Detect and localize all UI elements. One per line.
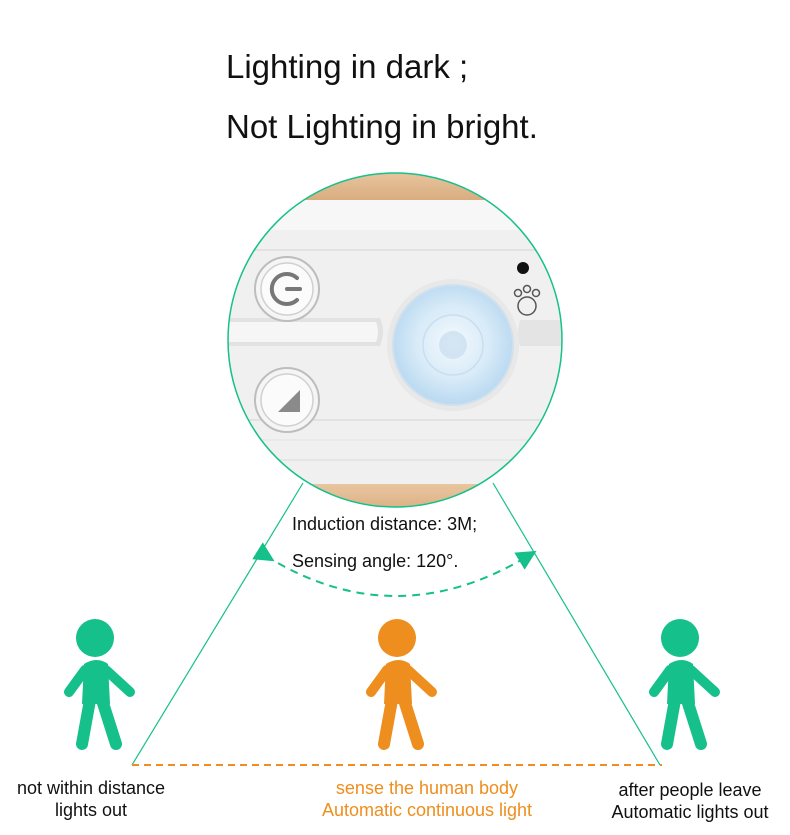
power-icon <box>269 272 302 306</box>
caption-after-leave: after people leave Automatic lights out <box>590 779 790 823</box>
magnified-sensor-view <box>228 173 562 507</box>
caption-out-of-range: not within distance lights out <box>0 777 182 821</box>
caption-line: after people leave <box>618 780 762 800</box>
caption-line: lights out <box>54 800 128 820</box>
power-button[interactable] <box>254 256 320 322</box>
wood-bottom <box>228 484 562 507</box>
triangle-mode-icon <box>278 390 300 412</box>
person-right-icon <box>649 619 720 750</box>
sensing-angle-arc <box>252 542 537 597</box>
wood-top <box>228 173 562 200</box>
indicator-dot <box>517 262 529 274</box>
cone-left-edge <box>131 482 304 766</box>
caption-line: Automatic lights out <box>611 802 769 822</box>
caption-sensing: sense the human body Automatic continuou… <box>300 777 554 821</box>
caption-line: Automatic continuous light <box>321 800 533 820</box>
paw-icon <box>513 284 541 316</box>
headline-bright: Not Lighting in bright. <box>226 108 538 145</box>
person-left-icon <box>64 619 135 750</box>
headline-dark: Lighting in dark ; <box>226 48 469 85</box>
caption-line: not within distance <box>16 778 166 798</box>
person-center-icon <box>366 619 437 750</box>
pir-sensor-lens <box>387 279 519 411</box>
induction-distance-label: Induction distance: 3M; <box>292 514 478 534</box>
sensing-angle-label: Sensing angle: 120°. <box>292 551 459 571</box>
mode-button[interactable] <box>254 367 320 433</box>
cone-right-edge <box>492 482 661 766</box>
caption-line: sense the human body <box>335 778 519 798</box>
